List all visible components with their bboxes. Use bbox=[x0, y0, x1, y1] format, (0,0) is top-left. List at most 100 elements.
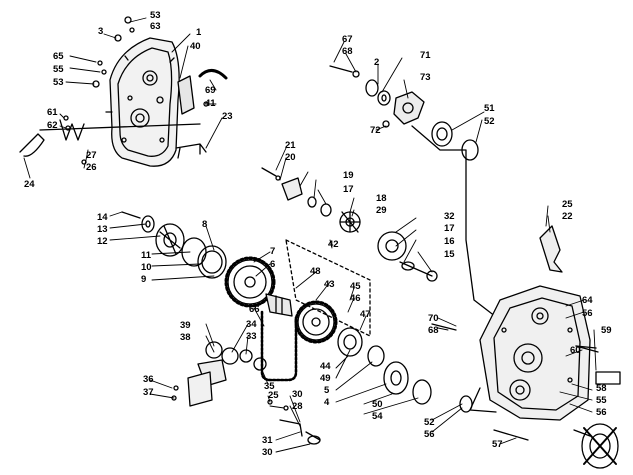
callout-label: 72 bbox=[370, 125, 381, 136]
plate bbox=[177, 75, 195, 115]
callout-label: 59 bbox=[601, 325, 612, 336]
callout-label: 5 bbox=[324, 385, 330, 396]
callout-label: 18 bbox=[376, 193, 387, 204]
callout-label: 49 bbox=[320, 373, 331, 384]
callout-label: 4 bbox=[324, 397, 330, 408]
callout-label: 13 bbox=[97, 224, 108, 235]
callout-label: 65 bbox=[53, 51, 64, 62]
callout-label: 64 bbox=[582, 295, 593, 306]
callout-label: 45 bbox=[350, 281, 361, 292]
callout-label: 42 bbox=[328, 239, 339, 250]
callout-label: 36 bbox=[143, 374, 154, 385]
callout-label: 56 bbox=[596, 407, 607, 418]
callout-label: 60 bbox=[570, 345, 581, 356]
callout-label: 69 bbox=[205, 85, 216, 96]
callout-label: 8 bbox=[202, 219, 208, 230]
chaincase-cover bbox=[105, 37, 180, 167]
callout-label: 26 bbox=[86, 162, 97, 173]
callout-label: 53 bbox=[53, 77, 64, 88]
bolt bbox=[575, 345, 599, 353]
callout-label: 16 bbox=[444, 236, 455, 247]
callout-label: 10 bbox=[141, 262, 152, 273]
callout-label: 25 bbox=[268, 390, 279, 401]
callout-label: 48 bbox=[310, 266, 321, 277]
callout-label: 62 bbox=[47, 120, 58, 131]
callout-label: 19 bbox=[343, 170, 354, 181]
callout-label: 38 bbox=[180, 332, 191, 343]
callout-label: 56 bbox=[582, 308, 593, 319]
drive-chain bbox=[260, 310, 298, 382]
bolt bbox=[493, 429, 529, 441]
callout-label: 17 bbox=[444, 223, 455, 234]
callout-label: 35 bbox=[264, 381, 275, 392]
bracket bbox=[175, 143, 207, 159]
callout-label: 7 bbox=[270, 246, 276, 257]
callout-label: 52 bbox=[484, 116, 495, 127]
callout-label: 27 bbox=[86, 150, 97, 161]
drive-sprocket-assembly bbox=[121, 211, 473, 413]
callout-label: 33 bbox=[246, 331, 257, 342]
callout-label: 30 bbox=[292, 389, 303, 400]
callout-label: 1 bbox=[196, 27, 202, 38]
callout-label: 30 bbox=[262, 447, 273, 458]
callout-label: 68 bbox=[428, 325, 439, 336]
callout-label: 73 bbox=[420, 72, 431, 83]
callout-label: 29 bbox=[376, 205, 387, 216]
callout-label: 40 bbox=[190, 41, 201, 52]
callout-label: 53 bbox=[150, 10, 161, 21]
callout-label: 15 bbox=[444, 249, 455, 260]
callout-label: 51 bbox=[484, 103, 495, 114]
callout-label: 55 bbox=[53, 64, 64, 75]
callout-label: 17 bbox=[343, 184, 354, 195]
callout-label: 3 bbox=[98, 26, 104, 37]
callout-label: 20 bbox=[285, 152, 296, 163]
callout-label: 31 bbox=[262, 435, 273, 446]
callout-label: 2 bbox=[374, 57, 380, 68]
callout-label: 12 bbox=[97, 236, 108, 247]
callout-label: 11 bbox=[141, 250, 152, 261]
drive-sprocket bbox=[573, 423, 619, 469]
upper-shaft-parts bbox=[329, 65, 501, 321]
callout-label: 61 bbox=[47, 107, 58, 118]
spring bbox=[198, 69, 228, 80]
callout-label: 21 bbox=[285, 140, 296, 151]
callout-label: 14 bbox=[97, 212, 108, 223]
chaincase-housing bbox=[469, 285, 591, 421]
callout-label: 47 bbox=[360, 309, 371, 320]
callout-label: 55 bbox=[596, 395, 607, 406]
callout-label: 28 bbox=[292, 401, 303, 412]
callout-label: 57 bbox=[492, 439, 503, 450]
callout-label: 63 bbox=[150, 21, 161, 32]
callout-label: 58 bbox=[596, 383, 607, 394]
callout-label: 25 bbox=[562, 199, 573, 210]
callout-label: 56 bbox=[424, 429, 435, 440]
callout-label: 37 bbox=[143, 387, 154, 398]
callout-label: 22 bbox=[562, 211, 573, 222]
callout-label: 54 bbox=[372, 411, 383, 422]
callout-label: 70 bbox=[428, 313, 439, 324]
callout-label: 24 bbox=[24, 179, 35, 190]
bolt bbox=[431, 323, 457, 331]
callout-label: 52 bbox=[424, 417, 435, 428]
callout-label: 68 bbox=[342, 46, 353, 57]
callout-label: 50 bbox=[372, 399, 383, 410]
callout-label: 71 bbox=[420, 50, 431, 61]
callout-label: 9 bbox=[141, 274, 147, 285]
callout-label: 66 bbox=[249, 304, 260, 315]
callout-label: 32 bbox=[444, 211, 455, 222]
callout-label: 23 bbox=[222, 111, 233, 122]
middle-shaft-parts bbox=[261, 167, 438, 282]
tensioner bbox=[171, 341, 321, 445]
callout-label: 46 bbox=[350, 293, 361, 304]
assembly-frame bbox=[285, 239, 371, 337]
leader-lines bbox=[23, 17, 597, 453]
callout-label: 41 bbox=[205, 98, 216, 109]
callout-label: 34 bbox=[246, 319, 257, 330]
callout-label: 44 bbox=[320, 361, 331, 372]
callout-label: 67 bbox=[342, 34, 353, 45]
callout-label: 6 bbox=[270, 259, 276, 270]
callout-label: 43 bbox=[324, 279, 335, 290]
mount-bracket bbox=[539, 225, 563, 273]
